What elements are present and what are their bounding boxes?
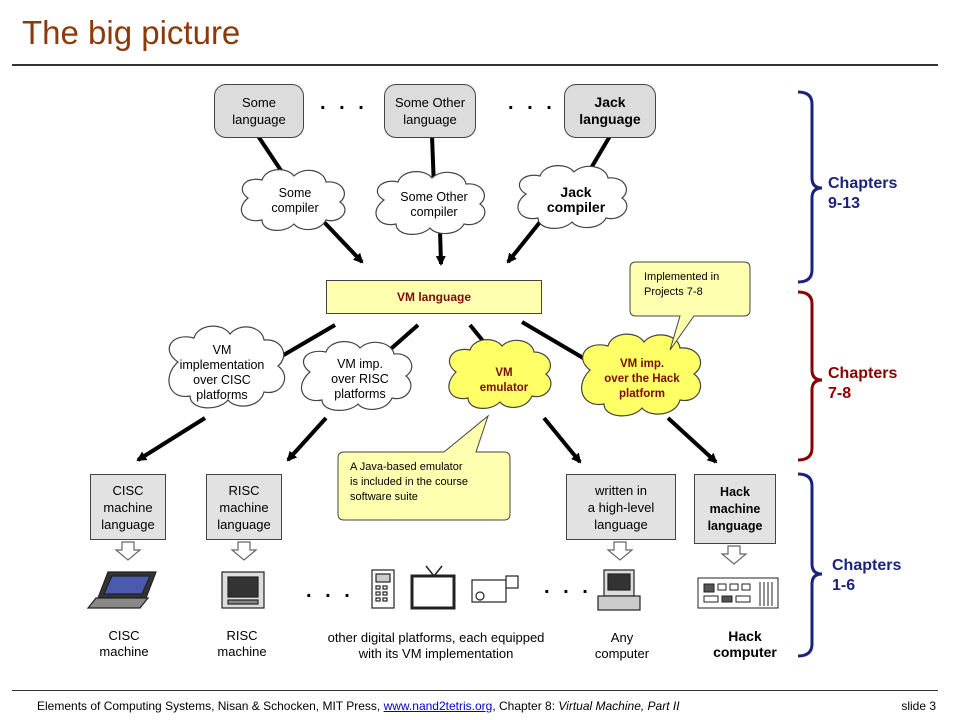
brace-chapters-7-8	[797, 290, 823, 462]
vm-impl-label-cisc: VM implementation over CISC platforms	[179, 343, 265, 402]
vm-impl-label-risc: VM imp. over RISC platforms	[331, 356, 389, 401]
footer-rule	[12, 690, 938, 691]
down-arrows	[114, 541, 748, 565]
platform-label-cisc: CISC machine	[99, 628, 149, 659]
tv-icon	[410, 565, 456, 610]
ellipsis-top-left: . . .	[320, 92, 368, 114]
circuit-board-icon	[697, 577, 779, 609]
chapters-label-1-6: Chapters 1-6	[832, 557, 902, 594]
language-box-jack: Jack language	[564, 84, 656, 138]
platform-label-hack: Hack computer	[713, 628, 777, 660]
footer-suffix: , Chapter 8:	[492, 699, 559, 713]
compiler-cloud-some	[240, 169, 346, 231]
chapters-label-7-8: Chapters 7-8	[828, 365, 898, 402]
risc-computer-icon	[221, 571, 265, 609]
camcorder-icon	[471, 575, 519, 603]
platform-label-other: other digital platforms, each equipped w…	[327, 630, 545, 661]
phone-icon	[371, 569, 395, 609]
page-title: The big picture	[22, 14, 241, 51]
vm-impl-label-hack: VM imp. over the Hack platform	[604, 357, 680, 400]
compiler-cloud-jack	[517, 165, 628, 229]
compiler-label-jack: Jack compiler	[546, 184, 606, 215]
footer-prefix: Elements of Computing Systems, Nisan & S…	[37, 699, 381, 713]
compiler-label-some: Some compiler	[271, 186, 319, 215]
laptop-icon	[86, 571, 157, 609]
vm-cloud-hack	[581, 333, 702, 417]
slide-number: slide 3	[901, 699, 936, 713]
desktop-computer-icon	[597, 569, 641, 611]
machine-language-hack: Hack machine language	[694, 474, 776, 544]
vm-cloud-emulator	[448, 339, 552, 409]
ellipsis-bottom-left: . . .	[306, 580, 354, 602]
machine-language-high-level: written in a high-level language	[566, 474, 676, 540]
language-box-some-other: Some Other language	[384, 84, 476, 138]
brace-chapters-9-13	[797, 90, 823, 284]
platform-label-risc: RISC machine	[217, 628, 267, 659]
compiler-cloud-other	[375, 171, 486, 235]
compiler-vm-arrows	[322, 220, 542, 266]
ellipsis-bottom-right: . . .	[544, 576, 592, 598]
language-box-some: Some language	[214, 84, 304, 138]
ellipsis-top-right: . . .	[508, 92, 556, 114]
machine-language-risc: RISC machine language	[206, 474, 282, 540]
brace-chapters-1-6	[797, 472, 823, 658]
footer-suffix-italic: Virtual Machine, Part II	[558, 699, 680, 713]
vm-cloud-risc	[300, 341, 413, 411]
callout-implemented-shape	[629, 261, 751, 351]
chapters-label-9-13: Chapters 9-13	[828, 175, 898, 212]
footer: Elements of Computing Systems, Nisan & S…	[37, 699, 680, 713]
callout-implemented-text: Implemented in Projects 7-8	[644, 271, 720, 298]
vm-cloud-cisc	[168, 325, 286, 409]
vm-emulator-label: VM emulator	[479, 367, 529, 394]
impl-machine-arrows	[136, 416, 718, 464]
footer-link[interactable]: www.nand2tetris.org	[383, 699, 493, 713]
title-rule	[12, 64, 938, 66]
platform-label-any: Any computer	[594, 630, 650, 661]
machine-language-cisc: CISC machine language	[90, 474, 166, 540]
vm-language-box: VM language	[326, 280, 542, 314]
callout-emulator-shape	[337, 414, 511, 521]
callout-emulator-text: A Java-based emulator is included in the…	[350, 461, 469, 503]
compiler-label-some-other: Some Other compiler	[400, 190, 468, 219]
